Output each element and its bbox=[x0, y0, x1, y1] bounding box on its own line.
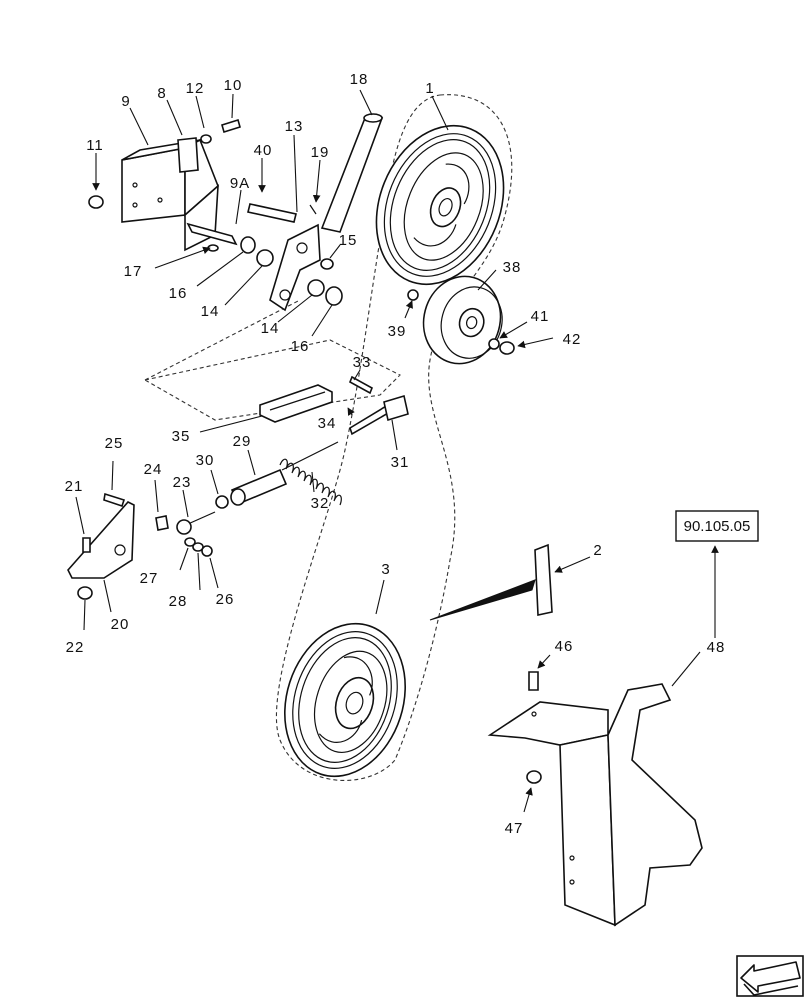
callout-2: 2 bbox=[593, 542, 602, 559]
rod-31 bbox=[349, 403, 391, 436]
callout-23: 23 bbox=[173, 474, 192, 491]
nut-47 bbox=[526, 770, 542, 784]
nut-22 bbox=[77, 586, 93, 600]
callout-22: 22 bbox=[66, 639, 85, 656]
washer-27 bbox=[184, 537, 196, 547]
handle-18 bbox=[320, 117, 384, 233]
callout-25: 25 bbox=[105, 435, 124, 452]
callout-42: 42 bbox=[563, 331, 582, 348]
belt-wedge bbox=[429, 579, 536, 621]
reference-box[interactable] bbox=[675, 510, 759, 542]
bolt-40 bbox=[247, 203, 297, 223]
callout-33: 33 bbox=[353, 354, 372, 371]
callout-13: 13 bbox=[285, 118, 304, 135]
callout-16b: 16 bbox=[291, 338, 310, 355]
callout-31: 31 bbox=[391, 454, 410, 471]
nut-26 bbox=[201, 545, 213, 557]
belt-guide-2 bbox=[534, 543, 553, 616]
callout-21: 21 bbox=[65, 478, 84, 495]
callout-15: 15 bbox=[339, 232, 358, 249]
nut-39 bbox=[407, 289, 419, 301]
callout-30: 30 bbox=[196, 452, 215, 469]
callout-41: 41 bbox=[531, 308, 550, 325]
callout-46: 46 bbox=[555, 638, 574, 655]
nut-15 bbox=[320, 258, 334, 270]
bolt-21 bbox=[82, 537, 91, 553]
nut-42 bbox=[499, 341, 515, 355]
reference-label[interactable]: 90.105.05 bbox=[684, 518, 751, 535]
callout-9A: 9A bbox=[230, 175, 250, 192]
nut-12 bbox=[200, 134, 212, 144]
shield-48 bbox=[487, 683, 703, 927]
callout-29: 29 bbox=[233, 433, 252, 450]
nut-30 bbox=[215, 495, 229, 509]
bolt-10 bbox=[221, 118, 241, 134]
pulley-3 bbox=[284, 622, 406, 778]
arrow-icon[interactable] bbox=[736, 955, 804, 997]
eyebolt-23 bbox=[187, 511, 216, 525]
leader-lines bbox=[75, 89, 719, 813]
callout-17: 17 bbox=[124, 263, 143, 280]
bolt-25 bbox=[103, 492, 126, 508]
pin-19 bbox=[309, 204, 317, 215]
clevis-31 bbox=[383, 394, 409, 422]
callout-14a: 14 bbox=[201, 303, 220, 320]
bushing-14b bbox=[307, 279, 325, 297]
washer-16 bbox=[240, 236, 256, 254]
pin-9A bbox=[186, 222, 238, 246]
callout-9: 9 bbox=[121, 93, 130, 110]
spring-32 bbox=[279, 441, 342, 506]
callout-3: 3 bbox=[381, 561, 390, 578]
callout-35: 35 bbox=[172, 428, 191, 445]
callout-26: 26 bbox=[216, 591, 235, 608]
callout-18: 18 bbox=[350, 71, 369, 88]
callout-14b: 14 bbox=[261, 320, 280, 337]
pulley-38 bbox=[422, 275, 503, 365]
arm-13 bbox=[269, 223, 321, 312]
callout-10: 10 bbox=[224, 77, 243, 94]
callout-34: 34 bbox=[318, 415, 337, 432]
callout-11: 11 bbox=[86, 137, 104, 154]
callout-16a: 16 bbox=[169, 285, 188, 302]
callout-20: 20 bbox=[111, 616, 130, 633]
callout-28: 28 bbox=[169, 593, 188, 610]
callout-47: 47 bbox=[505, 820, 524, 837]
bracket-dash bbox=[144, 299, 301, 381]
plate-outline bbox=[143, 339, 401, 421]
callout-38: 38 bbox=[503, 259, 522, 276]
callout-12: 12 bbox=[186, 80, 205, 97]
callout-39: 39 bbox=[388, 323, 407, 340]
bushing-24 bbox=[155, 515, 169, 531]
plate-8 bbox=[177, 137, 199, 173]
washer-41 bbox=[488, 338, 500, 350]
callout-19: 19 bbox=[311, 144, 330, 161]
callout-27: 27 bbox=[140, 570, 159, 587]
bushing-14 bbox=[256, 249, 274, 267]
callout-32: 32 bbox=[311, 495, 330, 512]
callout-40: 40 bbox=[254, 142, 273, 159]
callout-1: 1 bbox=[425, 80, 434, 97]
pulley-1 bbox=[375, 124, 505, 286]
bolt-33 bbox=[348, 375, 374, 395]
callout-8: 8 bbox=[157, 85, 166, 102]
nut-11 bbox=[88, 195, 104, 209]
bracket-20 bbox=[67, 501, 135, 579]
callout-48: 48 bbox=[707, 639, 726, 656]
bracket-35 bbox=[259, 384, 333, 423]
washer-16b bbox=[325, 286, 343, 306]
bolt-46 bbox=[528, 671, 539, 691]
callout-labels: 1 2 3 8 9 9A 10 11 12 13 14 14 15 16 16 … bbox=[65, 71, 726, 837]
callout-24: 24 bbox=[144, 461, 163, 478]
